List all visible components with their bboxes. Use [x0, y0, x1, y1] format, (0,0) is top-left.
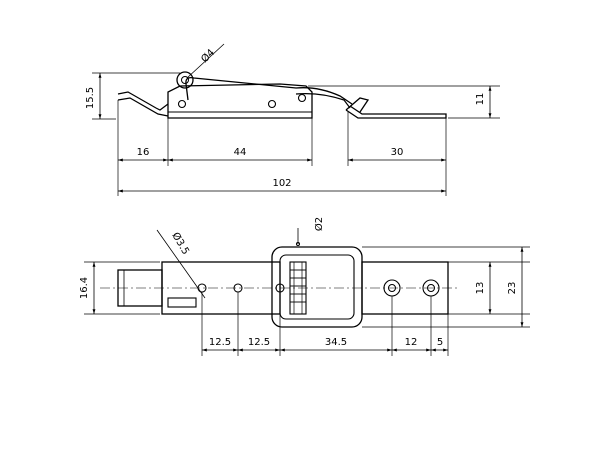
dim-right-height: 11 — [475, 93, 486, 106]
strike-plate — [345, 105, 447, 119]
hinge-plate — [117, 91, 169, 111]
dim-to-strike: 34.5 — [325, 337, 347, 348]
dim-pitch-1: 12.5 — [209, 337, 231, 348]
pivot-pin — [176, 71, 194, 89]
side-view: 15.5 Ø4 11 16 44 30 102 — [85, 43, 500, 196]
latch-body — [167, 83, 313, 119]
pin-2 — [267, 99, 277, 109]
hook-loop — [271, 246, 363, 328]
dim-strike-pitch: 12 — [405, 337, 418, 348]
hook — [345, 97, 370, 113]
dim-width: 16.4 — [79, 277, 90, 299]
pin-1 — [177, 99, 187, 109]
dim-strike-len: 30 — [391, 147, 404, 158]
dim-pin-dia-small: Ø2 — [313, 217, 325, 231]
plan-view: 16.4 Ø3.5 Ø2 13 23 12.5 12.5 34.5 12 — [79, 217, 530, 356]
dim-pitch-2: 12.5 — [248, 337, 270, 348]
dim-body-len: 44 — [234, 147, 247, 158]
dim-hinge-len: 16 — [137, 147, 150, 158]
dim-strike-edge: 5 — [437, 337, 443, 348]
dim-pin-dia: Ø4 — [199, 47, 218, 66]
dim-strike-height: 23 — [507, 282, 518, 295]
pin-3 — [297, 93, 307, 103]
slot — [167, 297, 197, 308]
dim-overall-len: 102 — [272, 178, 291, 189]
lever-arm — [185, 76, 353, 105]
dim-strike-width: 13 — [475, 282, 486, 295]
dim-height: 15.5 — [85, 87, 96, 109]
